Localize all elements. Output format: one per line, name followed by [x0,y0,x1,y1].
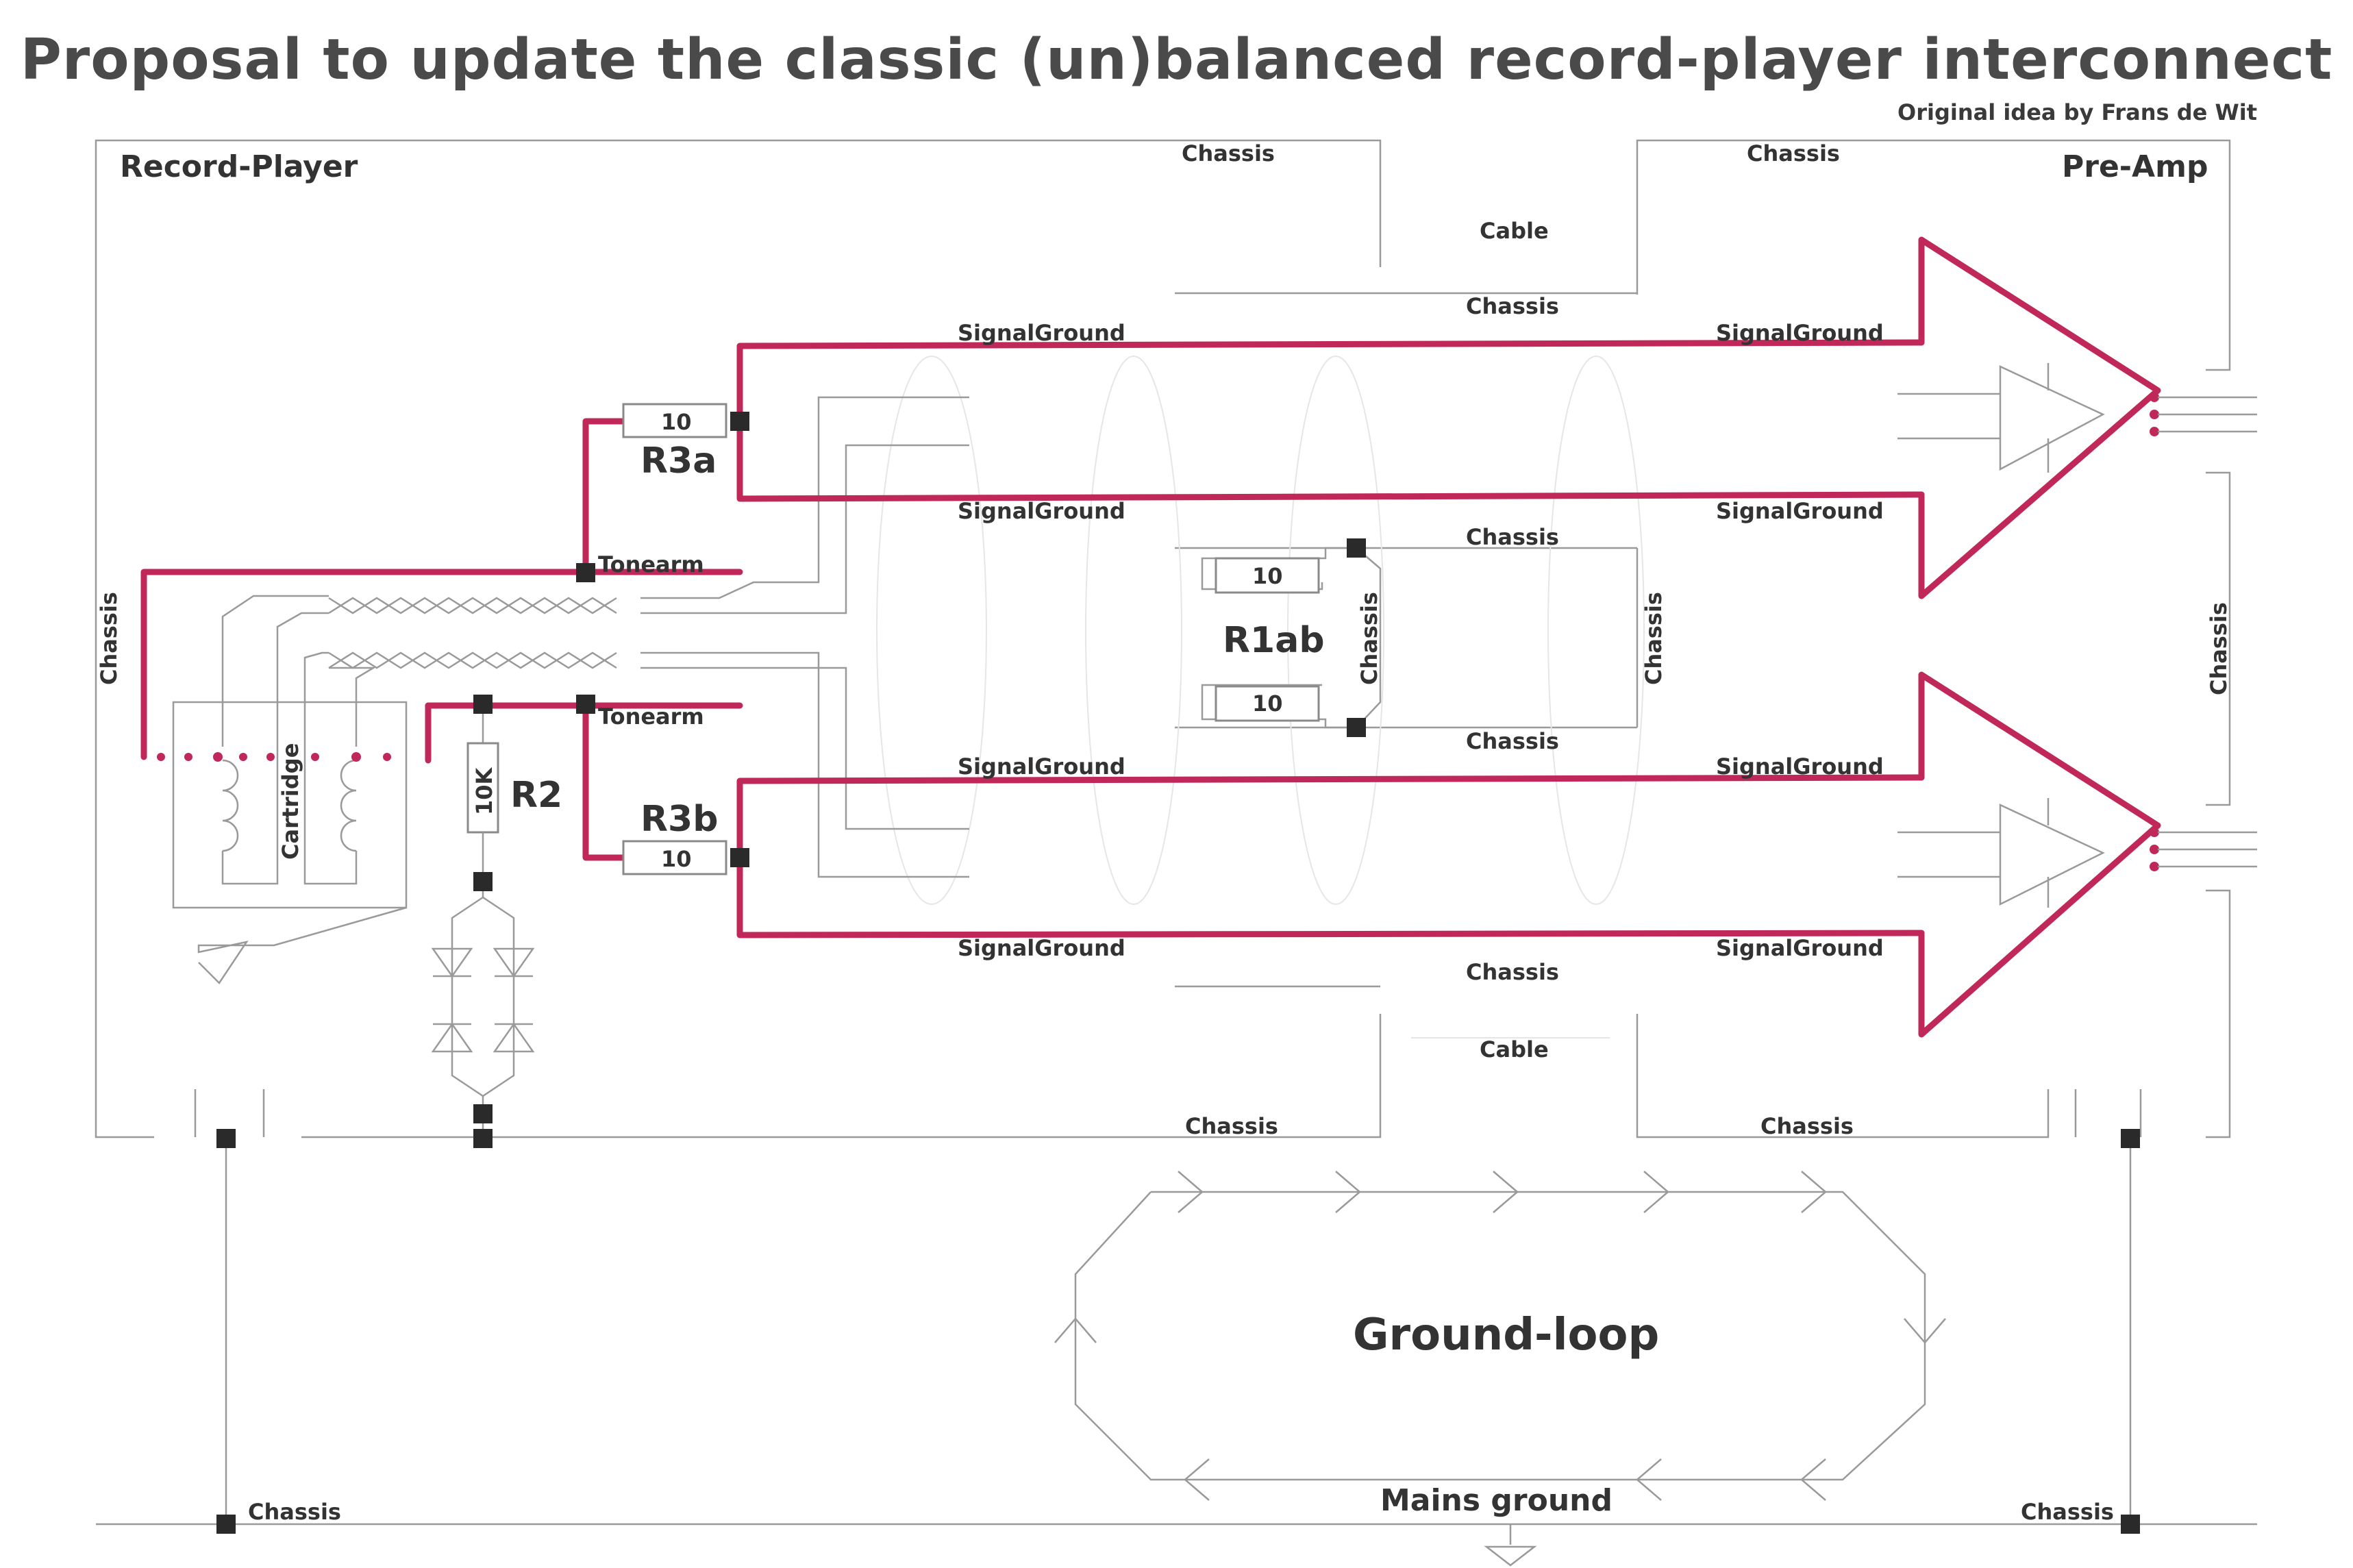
junction-node [1347,718,1366,737]
junction-node [730,412,749,431]
tonearm-label: Tonearm [598,551,704,577]
credit-text: Original idea by Frans de Wit [1897,99,2257,125]
signal-ground-label: SignalGround [1716,320,1884,346]
r2-name: R2 [510,775,562,816]
signal-traces [140,236,2161,1038]
signal-ground-label: SignalGround [958,935,1125,961]
pre-amp-enclosure [1636,139,2231,1138]
ground-loop: Ground-loop [1054,1171,1946,1501]
signal-ground-label: SignalGround [1716,754,1884,780]
chassis-label: Chassis [1356,592,1382,685]
record-player-enclosure [95,139,1382,1138]
junction-node [576,695,595,714]
junction-node [1347,538,1366,558]
r1a-resistor [1215,557,1320,594]
r3a-resistor: 10 R3a [622,403,727,482]
junction-node [216,1515,236,1534]
junction-node [473,1129,493,1148]
cartridge-block: Cartridge [172,701,408,984]
chassis-label: Chassis [2206,602,2232,695]
tonearm-labels: Tonearm Tonearm [598,551,704,730]
op-amp-upper [1897,363,2257,473]
r2-value: 10K [471,767,497,815]
chassis-label: Chassis [1641,592,1667,685]
cartridge-label: Cartridge [277,743,303,860]
junction-node [473,872,493,891]
junction-node [2121,1515,2140,1534]
cable-label: Cable [1480,1036,1549,1062]
r1ab-name: R1ab [1223,620,1325,661]
r2-resistor [466,742,499,834]
signal-ground-label: SignalGround [958,320,1125,346]
r3b-value: 10 [661,846,692,872]
cable-shields [876,292,1645,1038]
signal-ground-label: SignalGround [1716,935,1884,961]
signal-ground-label: SignalGround [1716,498,1884,524]
junction-node [216,1129,236,1148]
r3a-value: 10 [661,409,692,435]
cable-labels: Cable Cable [1480,218,1549,1062]
junction-node [473,695,493,714]
op-amp-lower [1897,798,2257,908]
signal-dot-rows [157,393,2159,871]
ground-loop-label: Ground-loop [1353,1310,1659,1360]
r3a-name: R3a [640,440,717,482]
mains-ground: Mains ground [96,1137,2257,1567]
block-labels: Record-Player Pre-Amp [120,149,2208,184]
mains-ground-label: Mains ground [1380,1483,1613,1518]
r1b-resistor [1215,685,1320,722]
cable-label: Cable [1480,218,1549,244]
junction-node [730,848,749,867]
junction-node [2121,1129,2140,1148]
chassis-label: Chassis [1466,524,1559,550]
tonearm-label: Tonearm [598,704,704,730]
chassis-label: Chassis [96,592,122,685]
chassis-label: Chassis [1760,1113,1854,1139]
record-player-label: Record-Player [120,149,358,184]
chassis-label: Chassis [1747,140,1840,166]
diagram-title: Proposal to update the classic (un)balan… [20,27,2333,92]
signal-ground-labels: SignalGround SignalGround SignalGround S… [958,320,1884,961]
chassis-label: Chassis [1466,728,1559,754]
signal-ground-label: SignalGround [958,498,1125,524]
chassis-label: Chassis [248,1499,341,1525]
junction-node [473,1104,493,1123]
r1a-value: 10 [1252,563,1283,589]
chassis-label: Chassis [1466,293,1559,319]
junction-nodes [216,412,2140,1534]
r1b-value: 10 [1252,690,1283,717]
r2-network: 10K R2 [431,702,562,1137]
tonearm-twisted-pairs [221,396,969,878]
signal-ground-label: SignalGround [958,754,1125,780]
chassis-label: Chassis [1182,140,1275,166]
r3b-name: R3b [640,799,718,840]
chassis-label: Chassis [1185,1113,1278,1139]
chassis-labels: Chassis Chassis Chassis Chassis Chassis … [96,140,2232,1525]
chassis-label: Chassis [1466,959,1559,985]
chassis-label: Chassis [2021,1499,2114,1525]
r1ab-network: 10 10 R1ab [1201,547,1382,729]
pre-amp-label: Pre-Amp [2062,149,2208,184]
r3b-resistor: 10 R3b [622,799,727,875]
junction-node [576,563,595,582]
